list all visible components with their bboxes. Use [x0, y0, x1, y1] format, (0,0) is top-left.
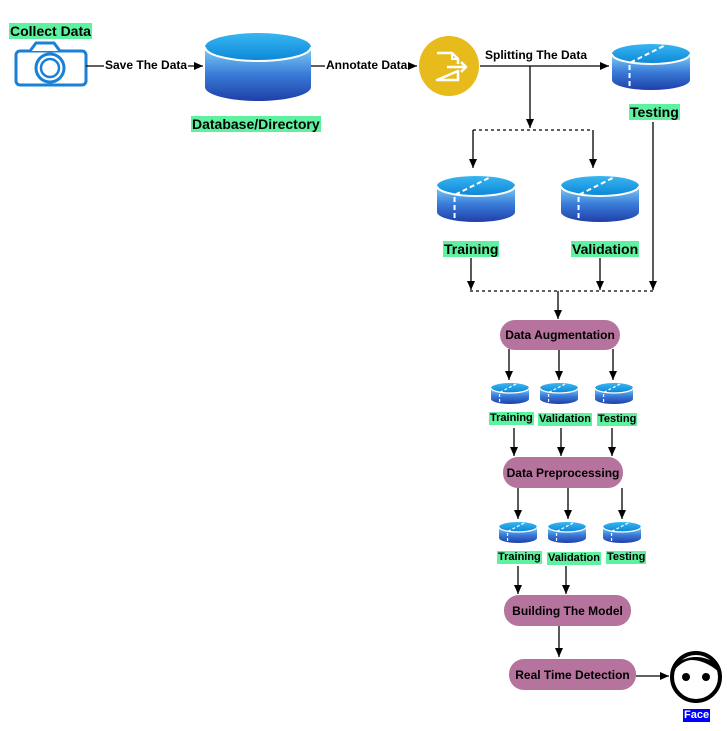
- annotate-data-label: Annotate Data: [325, 58, 409, 72]
- pre-training-label: Training: [497, 551, 542, 564]
- pre-training-db-icon: [498, 522, 538, 543]
- building-model-node: Building The Model: [504, 595, 631, 626]
- database-icon: [204, 33, 312, 101]
- validation-db-icon: [560, 176, 640, 222]
- pre-validation-db-icon: [547, 522, 587, 543]
- validation-main-label: Validation: [571, 241, 640, 257]
- aug-testing-label: Testing: [597, 413, 638, 426]
- collect-data-label: Collect Data: [9, 23, 92, 39]
- aug-training-db-icon: [490, 383, 530, 404]
- save-data-label: Save The Data: [104, 58, 189, 72]
- training-db-icon: [436, 176, 516, 222]
- split-data-label: Splitting The Data: [484, 48, 588, 62]
- pre-validation-label: Validation: [547, 552, 601, 565]
- database-label: Database/Directory: [191, 116, 321, 132]
- aug-validation-label: Validation: [538, 413, 592, 426]
- pre-testing-label: Testing: [606, 551, 647, 564]
- pre-testing-db-icon: [602, 522, 642, 543]
- aug-testing-db-icon: [594, 383, 634, 404]
- testing-db-icon: [611, 44, 691, 90]
- face-label: Face: [683, 709, 711, 722]
- document-export-icon: [419, 36, 479, 96]
- aug-validation-db-icon: [539, 383, 579, 404]
- camera-icon: [14, 41, 88, 87]
- data-preprocessing-node: Data Preprocessing: [503, 457, 623, 488]
- face-icon: [670, 651, 722, 703]
- aug-training-label: Training: [489, 412, 534, 425]
- training-main-label: Training: [443, 241, 500, 257]
- real-time-detection-node: Real Time Detection: [509, 659, 636, 690]
- testing-main-label: Testing: [629, 104, 680, 120]
- data-augmentation-node: Data Augmentation: [500, 320, 620, 350]
